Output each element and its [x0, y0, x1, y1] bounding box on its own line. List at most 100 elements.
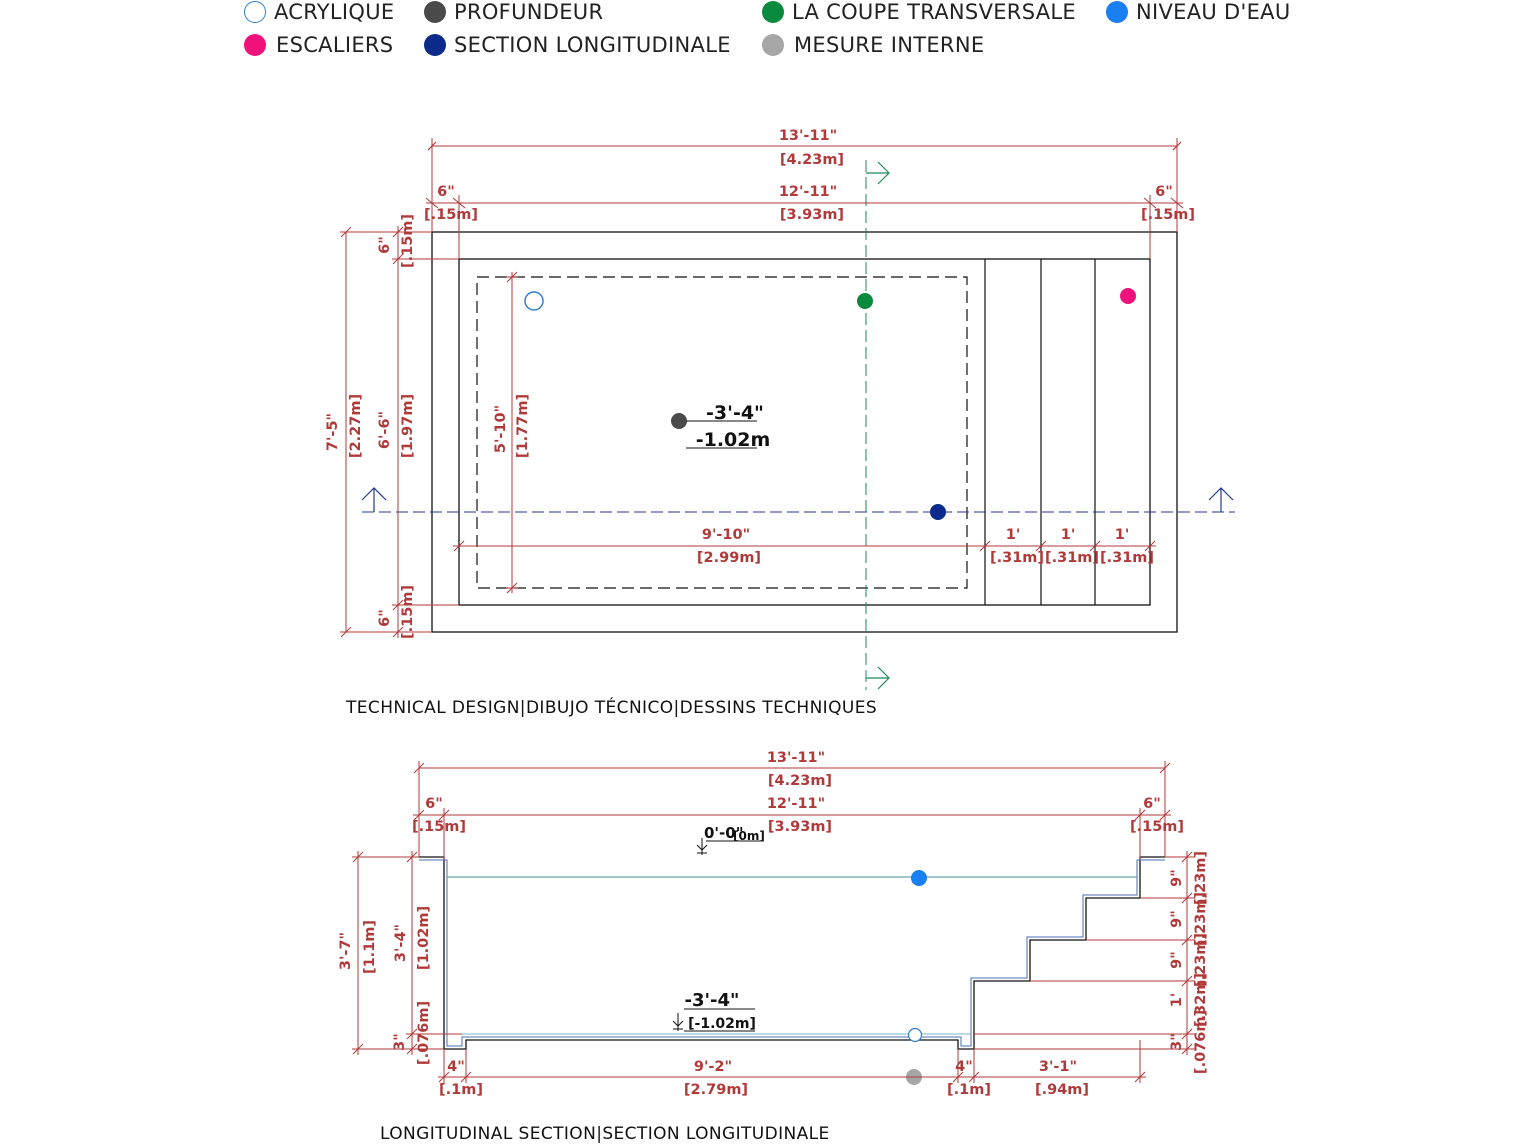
legend-label: NIVEAU D'EAU: [1136, 0, 1291, 24]
section-top-level: 0'-0": [704, 824, 744, 842]
longitudinal-section-marker: [930, 504, 946, 520]
section-overall-length-m: [4.23m]: [768, 773, 832, 789]
section-wall-left-ft: 4": [447, 1059, 465, 1075]
section-wall-left-m: [.1m]: [439, 1082, 483, 1098]
section-water-depth-m: [1.02m]: [416, 906, 432, 970]
level-symbols: [672, 838, 760, 1032]
section-riser-2-ft: 9": [1169, 910, 1185, 928]
plan-step-3-ft: 1': [1115, 527, 1130, 543]
section-riser-1-ft: 9": [1169, 869, 1185, 887]
section-shell-inner: [419, 859, 1165, 1047]
section-overall-length-ft: 13'-11": [767, 750, 825, 766]
plan-floor-length-ft: 9'-10": [702, 527, 750, 543]
section-total-height-m: [1.1m]: [362, 920, 378, 974]
section-water-depth-ft: 3'-4": [393, 924, 409, 962]
plan-depth-ft: -3'-4": [706, 402, 764, 424]
section-riser-5-m: [.076m]: [1193, 1010, 1209, 1074]
water-level-marker: [911, 870, 927, 886]
section-floor-ft: 9'-2": [694, 1059, 732, 1075]
plan-overall-width-m: [2.27m]: [348, 394, 364, 458]
legend-item-profundeur: PROFUNDEUR: [424, 0, 603, 24]
section-stairs-run-m: [.94m]: [1035, 1082, 1089, 1098]
legend-label: LA COUPE TRANSVERSALE: [792, 0, 1076, 24]
section-bottom-level-m: [-1.02m]: [688, 1016, 756, 1032]
plan-step-2-m: [.31m]: [1045, 550, 1099, 566]
stairs-marker-icon: [244, 34, 266, 56]
plan-step-1-ft: 1': [1006, 527, 1021, 543]
depth-marker-icon: [424, 1, 446, 23]
section-coping-right-ft: 6": [1143, 796, 1161, 812]
plan-floor-outline: [476, 276, 968, 589]
legend-item-niveau-eau: NIVEAU D'EAU: [1106, 0, 1291, 24]
section-riser-4-ft: 1': [1169, 993, 1185, 1008]
cross-section-marker: [857, 293, 873, 309]
plan-coping-right-ft: 6": [1155, 184, 1173, 200]
water-level-marker-icon: [1106, 1, 1128, 23]
legend-item-acrylique: ACRYLIQUE: [244, 0, 395, 24]
longitudinal-section-marker-icon: [424, 34, 446, 56]
plan-inner-length-m: [3.93m]: [780, 207, 844, 223]
plan-overall-length-m: [4.23m]: [780, 152, 844, 168]
acrylique-marker: [907, 1027, 923, 1043]
plan-inner-width-m: [1.97m]: [400, 394, 416, 458]
section-arrow-icon: [866, 666, 890, 690]
section-arrow-icon: [866, 161, 890, 185]
plan-interior-width-m: [1.77m]: [515, 394, 531, 458]
plan-outer-coping: [431, 231, 1178, 633]
plan-depth-m: -1.02m: [696, 429, 771, 451]
legend-label: SECTION LONGITUDINALE: [454, 33, 731, 57]
section-top-level-m: [0m]: [733, 829, 765, 843]
plan-caption: TECHNICAL DESIGN|DIBUJO TÉCNICO|DESSINS …: [346, 698, 878, 718]
plan-step-1-m: [.31m]: [990, 550, 1044, 566]
plan-coping-left-ft: 6": [437, 184, 455, 200]
section-wall-right-m: [.1m]: [947, 1082, 991, 1098]
plan-inner-width-ft: 6'-6": [377, 411, 393, 449]
legend-item-escaliers: ESCALIERS: [244, 33, 393, 57]
section-riser-1-m: [.23m]: [1193, 851, 1209, 905]
plan-overall-length-ft: 13'-11": [779, 128, 837, 144]
section-view: 0'-0" [0m] -3'-4" [-1.02m]: [338, 750, 1209, 1098]
plan-coping-top-m: [.15m]: [400, 214, 416, 268]
plan-coping-right-m: [.15m]: [1141, 207, 1195, 223]
legend-item-section-longitudinale: SECTION LONGITUDINALE: [424, 33, 731, 57]
section-arrow-icon: [361, 487, 387, 512]
plan-step-2-ft: 1': [1061, 527, 1076, 543]
section-caption: LONGITUDINAL SECTION|SECTION LONGITUDINA…: [380, 1124, 830, 1144]
plan-view: -3'-4" -1.02m: [325, 128, 1235, 690]
plan-dimension-lines: [340, 138, 1184, 638]
plan-floor-length-m: [2.99m]: [697, 550, 761, 566]
section-dimension-lines: [352, 761, 1195, 1083]
section-bottom-level-ft: -3'-4": [685, 990, 740, 1011]
stairs-marker: [1120, 288, 1136, 304]
section-riser-5-ft: 3": [1169, 1033, 1185, 1051]
section-base-ft: 3": [392, 1033, 408, 1051]
section-arrow-icon: [1208, 487, 1234, 512]
section-riser-4-m: [.32m]: [1193, 973, 1209, 1027]
legend-label: MESURE INTERNE: [794, 33, 985, 57]
legend-item-coupe-transversale: LA COUPE TRANSVERSALE: [762, 0, 1076, 24]
plan-coping-top-ft: 6": [377, 236, 393, 254]
section-riser-3-m: [.23m]: [1193, 933, 1209, 987]
section-riser-2-m: [.23m]: [1193, 892, 1209, 946]
section-coping-right-m: [.15m]: [1130, 819, 1184, 835]
section-base-m: [.076m]: [416, 1001, 432, 1065]
plan-pool-shell: [458, 258, 1151, 606]
cross-section-marker-icon: [762, 1, 784, 23]
section-floor-m: [2.79m]: [684, 1082, 748, 1098]
acrylique-marker-icon: [244, 1, 266, 23]
acrylique-marker: [524, 291, 544, 311]
plan-coping-bottom-m: [.15m]: [400, 585, 416, 639]
section-total-height-ft: 3'-7": [338, 932, 354, 970]
section-wall-right-ft: 4": [955, 1059, 973, 1075]
legend-label: ACRYLIQUE: [274, 0, 395, 24]
legend-item-mesure-interne: MESURE INTERNE: [762, 33, 984, 57]
legend-label: ESCALIERS: [276, 33, 394, 57]
section-inner-length-m: [3.93m]: [768, 819, 832, 835]
legend-label: PROFUNDEUR: [454, 0, 604, 24]
section-coping-left-m: [.15m]: [412, 819, 466, 835]
plan-overall-width-ft: 7'-5": [325, 413, 341, 451]
plan-coping-bottom-ft: 6": [377, 609, 393, 627]
depth-marker: [671, 413, 687, 429]
